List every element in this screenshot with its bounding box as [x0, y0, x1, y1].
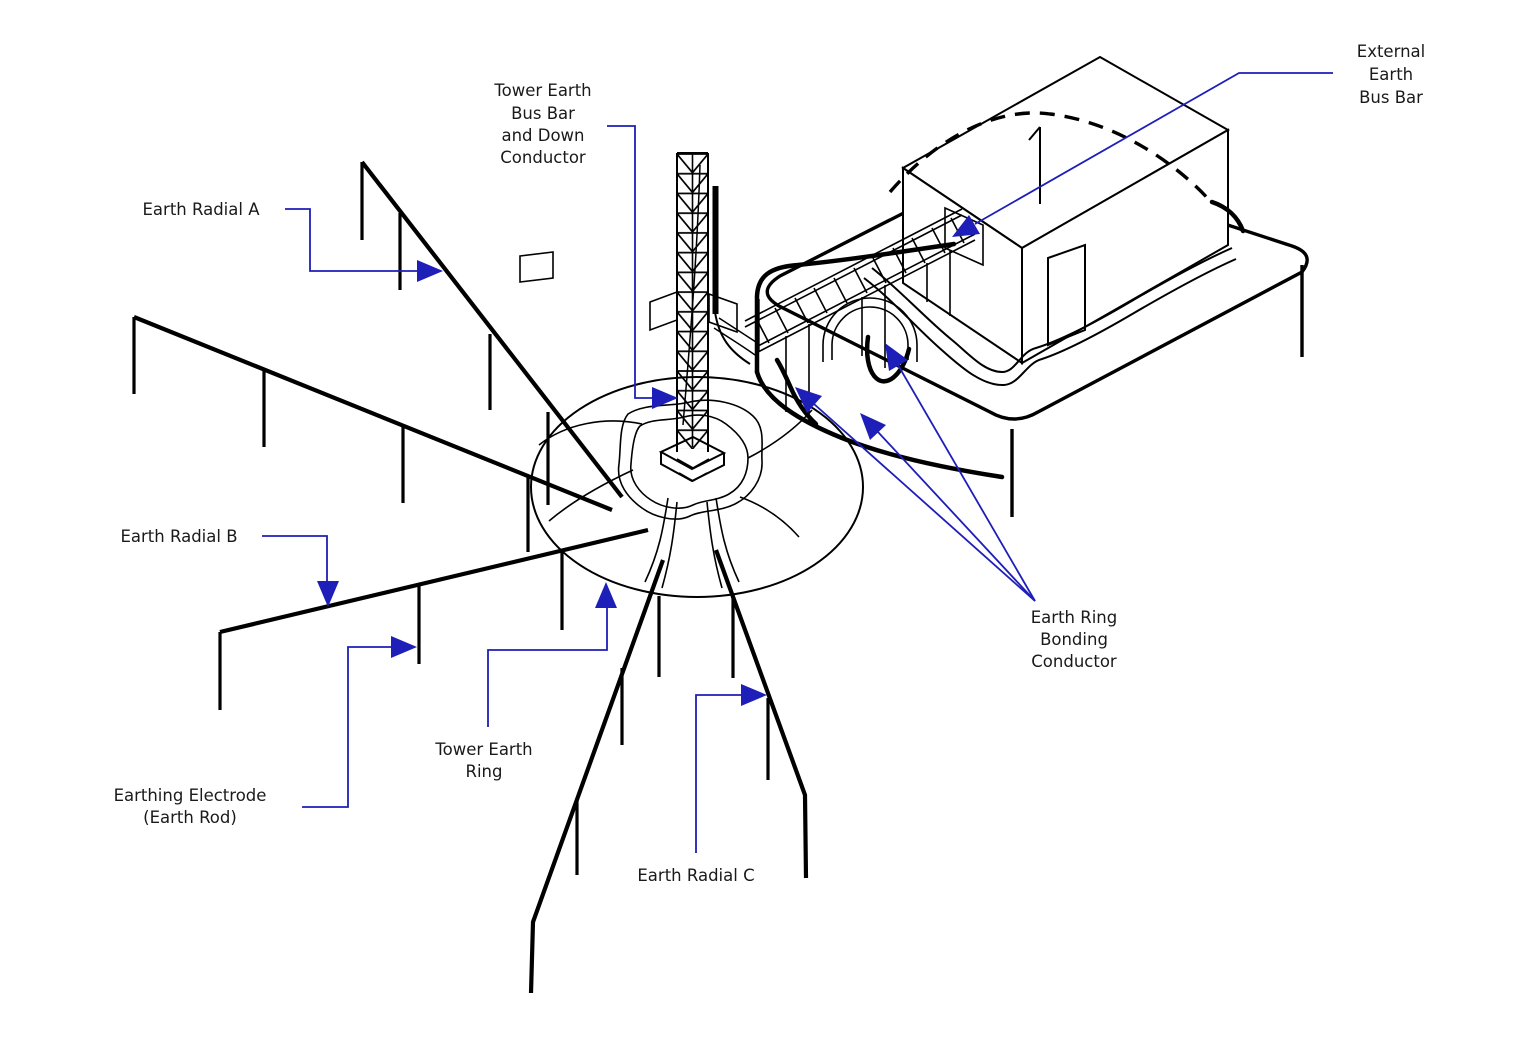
earth-radial-a — [360, 160, 624, 505]
leader-earth-radial-c — [695, 684, 767, 853]
ladder-far-stringer — [744, 208, 963, 328]
label-tower-earth-bus-bar: Conductor — [500, 148, 586, 167]
label-earth-radial-c: Earth Radial C — [637, 866, 754, 885]
label-tower-earth-bus-bar: Tower Earth — [493, 81, 591, 100]
leader-tower-earth-ring — [487, 582, 617, 727]
leader-earth-radial-b — [262, 535, 339, 607]
arrowhead-icon — [860, 413, 886, 440]
arrowhead-icon — [952, 215, 980, 237]
leader-earth-radial-a — [285, 208, 443, 282]
tower-bus-bar-plate-left — [649, 290, 678, 332]
ring-tail — [739, 496, 800, 538]
label-external-earth-bus-bar: Earth — [1369, 65, 1413, 84]
arrowhead-icon — [417, 260, 443, 282]
label-earth-radial-a: Earth Radial A — [143, 200, 261, 219]
ring-conductor-inner — [630, 414, 749, 509]
down-conductor-link — [714, 311, 751, 365]
earth-radial-c-right — [714, 549, 809, 879]
external-bus-bar-run — [754, 241, 957, 375]
label-tower-earth-ring: Tower Earth — [434, 740, 532, 759]
feeder-cable — [682, 164, 701, 426]
cable-ladder — [744, 206, 984, 424]
label-earth-ring-bonding-conductor: Conductor — [1031, 652, 1117, 671]
arrowhead-icon — [652, 387, 678, 409]
radial-line — [219, 527, 649, 635]
label-tower-earth-ring: Ring — [466, 762, 503, 781]
earth-radial-west — [132, 315, 613, 552]
tower-foundation — [644, 435, 740, 589]
earth-radial-b — [218, 527, 649, 710]
arrowhead-icon — [595, 582, 617, 608]
building-earth-ring — [863, 247, 1237, 387]
ring-tail — [538, 420, 643, 446]
building-ring-wave-inner — [863, 258, 1237, 387]
building-door — [1047, 243, 1086, 347]
earth-ring-ellipse — [530, 376, 864, 598]
foundation-chevron — [676, 458, 710, 482]
leader-earth-ring-bonding-conductor — [795, 343, 1036, 602]
leader-tower-earth-bus-bar — [607, 125, 678, 409]
label-external-earth-bus-bar: Bus Bar — [1359, 88, 1423, 107]
arrowhead-icon — [741, 684, 767, 706]
cable-duct-arch — [822, 297, 918, 362]
roof-conductor-elbow — [1209, 199, 1246, 234]
equipment-building — [888, 55, 1246, 365]
foundation-pier — [644, 497, 740, 589]
ring-bonding-conductor-hook — [774, 357, 819, 427]
ring-bonding-conductor-long — [754, 369, 1005, 480]
radial-line — [528, 559, 665, 994]
roof-air-terminal — [1028, 126, 1041, 204]
radial-line — [133, 315, 613, 512]
arrowhead-icon — [885, 343, 908, 371]
label-tower-earth-bus-bar: and Down — [501, 126, 584, 145]
leader-external-earth-bus-bar — [952, 72, 1333, 237]
label-tower-earth-bus-bar: Bus Bar — [511, 104, 575, 123]
ring-conductor-outer — [617, 399, 763, 520]
label-external-earth-bus-bar: External — [1357, 42, 1425, 61]
foundation-pad — [658, 435, 727, 471]
ladder-near-stringer — [757, 233, 976, 353]
label-earth-ring-bonding-conductor: Earth Ring — [1031, 608, 1117, 627]
label-earth-ring-bonding-conductor: Bonding — [1040, 630, 1108, 649]
arch-inner — [831, 306, 909, 360]
earth-radials — [132, 160, 809, 994]
label-earthing-electrode: (Earth Rod) — [143, 808, 237, 827]
arrowhead-icon — [795, 387, 822, 413]
leader-earthing-electrode — [302, 636, 417, 808]
ring-bonding-conductor-loop — [864, 334, 912, 384]
ring-tail — [548, 469, 634, 522]
ladder-support-post — [861, 285, 886, 368]
arch-outer — [822, 297, 918, 362]
lattice-tower — [519, 152, 760, 452]
roof-halo-conductor — [888, 111, 1214, 205]
arrowhead-icon — [317, 581, 339, 607]
earth-radial-c-left — [528, 559, 665, 994]
tower-bus-bar-plate-right — [708, 292, 738, 334]
leader-lines — [262, 72, 1333, 853]
radial-line — [360, 160, 624, 499]
tower-side-plate — [519, 251, 554, 283]
label-earthing-electrode: Earthing Electrode — [114, 786, 267, 805]
radial-line — [714, 549, 809, 879]
labels: External Earth Bus Bar Tower Earth Bus B… — [114, 42, 1426, 885]
label-earth-radial-b: Earth Radial B — [120, 527, 237, 546]
building-ring-wave-outer — [871, 247, 1233, 374]
bonding-conductors — [714, 241, 1005, 480]
building-right-wall — [1021, 128, 1229, 365]
ladder-support-post — [926, 251, 951, 316]
arrowhead-icon — [391, 636, 417, 658]
